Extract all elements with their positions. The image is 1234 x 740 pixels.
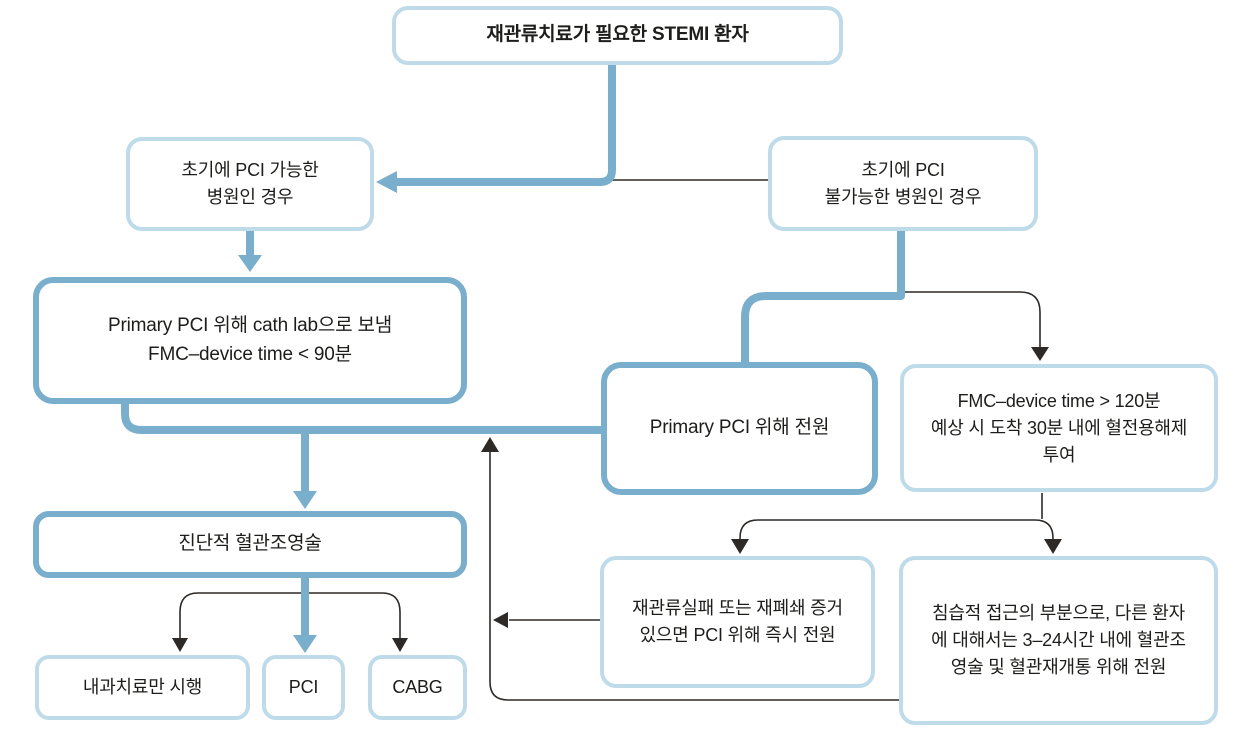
edge-angio-bracket bbox=[179, 592, 401, 640]
edge-incapable-to-fibrinolysis bbox=[905, 291, 1041, 349]
arrowhead-down-fibrinolysis bbox=[1031, 347, 1049, 361]
node-transfer-pci: Primary PCI 위해 전원 bbox=[601, 362, 878, 495]
node-pci-capable-line1: 초기에 PCI 가능한 bbox=[181, 160, 319, 180]
node-invasive-strategy: 침습적 접근의 부분으로, 다른 환자 에 대해서는 3–24시간 내에 혈관조… bbox=[899, 556, 1218, 725]
node-cath-lab-line2: FMC–device time < 90분 bbox=[148, 343, 352, 365]
node-transfer-pci-label: Primary PCI 위해 전원 bbox=[649, 417, 830, 439]
arrowhead-down-reperfusion bbox=[731, 539, 749, 554]
node-medical-only-label: 내과치료만 시행 bbox=[82, 677, 203, 697]
edge-fibrinolysis-bracket bbox=[739, 519, 1054, 545]
arrowhead-up-feedback bbox=[481, 437, 499, 452]
node-cath-lab: Primary PCI 위해 cath lab으로 보냄 FMC–device … bbox=[33, 277, 467, 404]
node-medical-only: 내과치료만 시행 bbox=[35, 655, 250, 720]
node-pci-capable-line2: 병원인 경우 bbox=[206, 187, 294, 207]
node-cabg: CABG bbox=[368, 655, 467, 720]
node-invasive-strategy-line1: 침습적 접근의 부분으로, 다른 환자 bbox=[931, 603, 1186, 623]
node-pci-incapable-line2: 불가능한 병원인 경우 bbox=[824, 186, 982, 207]
node-diagnostic-angio: 진단적 혈관조영술 bbox=[33, 511, 467, 578]
node-pci-incapable-line1: 초기에 PCI bbox=[861, 159, 945, 180]
arrowhead-down-cathlab bbox=[238, 255, 262, 272]
node-pci-incapable: 초기에 PCI 불가능한 병원인 경우 bbox=[768, 136, 1038, 231]
node-cath-lab-line1: Primary PCI 위해 cath lab으로 보냄 bbox=[107, 315, 393, 336]
node-start-label: 재관류치료가 필요한 STEMI 환자 bbox=[486, 24, 749, 46]
edge-start-to-capable bbox=[397, 64, 616, 186]
node-pci-capable: 초기에 PCI 가능한 병원인 경우 bbox=[126, 137, 374, 231]
arrowhead-down-medical bbox=[172, 638, 188, 652]
node-pci-label: PCI bbox=[288, 677, 319, 697]
node-reperfusion-failure: 재관류실패 또는 재폐쇄 증거 있으면 PCI 위해 즉시 전원 bbox=[600, 556, 875, 688]
edge-invasive-feedback bbox=[489, 452, 899, 701]
node-cabg-label: CABG bbox=[392, 677, 443, 697]
arrowhead-down-invasive bbox=[1044, 539, 1062, 554]
node-fibrinolysis: FMC–device time > 120분 예상 시 도착 30분 내에 혈전… bbox=[900, 364, 1218, 492]
node-start: 재관류치료가 필요한 STEMI 환자 bbox=[392, 6, 843, 65]
node-invasive-strategy-line2: 에 대해서는 3–24시간 내에 혈관조 bbox=[931, 630, 1186, 650]
node-diagnostic-angio-label: 진단적 혈관조영술 bbox=[178, 533, 322, 555]
node-pci: PCI bbox=[262, 655, 345, 720]
node-reperfusion-failure-line2: 있으면 PCI 위해 즉시 전원 bbox=[639, 625, 836, 645]
edge-main-trunk bbox=[121, 402, 603, 434]
arrowhead-left-capable bbox=[376, 171, 397, 193]
edge-incapable-to-transfer bbox=[741, 229, 905, 364]
node-fibrinolysis-line3: 투여 bbox=[1042, 444, 1076, 465]
node-reperfusion-failure-line1: 재관류실패 또는 재폐쇄 증거 bbox=[632, 598, 843, 618]
arrowhead-down-angio bbox=[293, 491, 317, 509]
node-fibrinolysis-line2: 예상 시 도착 30분 내에 혈전용해제 bbox=[930, 417, 1188, 438]
node-invasive-strategy-line3: 영술 및 혈관재개통 위해 전원 bbox=[950, 657, 1167, 677]
arrowhead-down-cabg bbox=[392, 638, 408, 652]
arrowhead-left-reperfusion bbox=[493, 612, 508, 628]
arrowhead-down-pci bbox=[293, 635, 317, 653]
node-fibrinolysis-line1: FMC–device time > 120분 bbox=[957, 390, 1161, 411]
